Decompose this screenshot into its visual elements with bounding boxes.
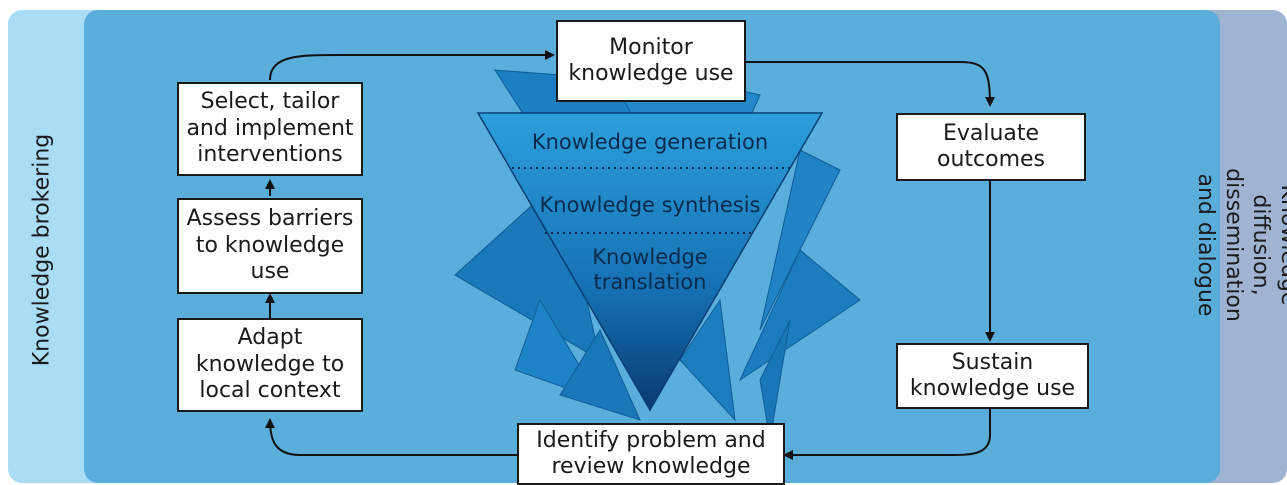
funnel-label-synthesis: Knowledge synthesis [539, 193, 761, 217]
arrow-monitor-to-evaluate [745, 61, 995, 107]
step-monitor-knowledge-use: Monitor knowledge use [556, 20, 746, 102]
arrow-select-to-monitor [269, 50, 555, 81]
arrow-identify-to-adapt [265, 418, 518, 456]
step-assess-barriers: Assess barriers to knowledge use [177, 198, 363, 294]
step-select-interventions: Select, tailor and implement interventio… [177, 82, 363, 176]
step-adapt-knowledge: Adapt knowledge to local context [177, 318, 363, 412]
step-sustain-knowledge-use: Sustain knowledge use [896, 343, 1089, 409]
funnel-label-generation: Knowledge generation [531, 130, 769, 154]
step-evaluate-outcomes: Evaluate outcomes [896, 113, 1086, 181]
arrow-sustain-to-identify [783, 408, 991, 460]
knowledge-funnel [476, 112, 824, 412]
funnel-label-translation: Knowledge translation [592, 245, 708, 295]
step-identify-problem: Identify problem and review knowledge [517, 423, 785, 485]
